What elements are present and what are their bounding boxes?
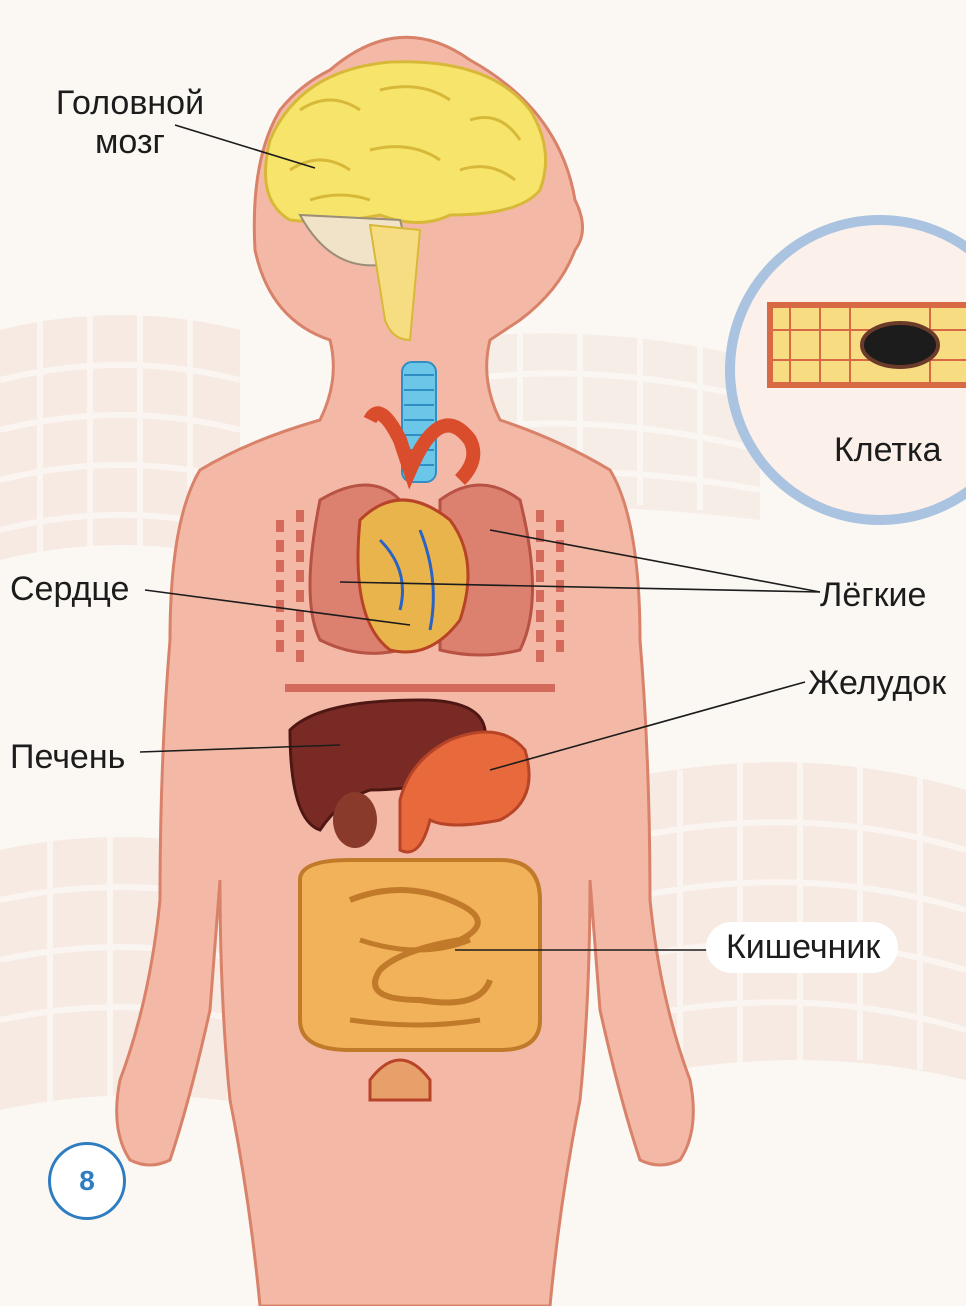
label-brain: Головной мозг — [40, 84, 220, 162]
cell-inset — [730, 220, 966, 520]
label-intestine: Кишечник — [706, 922, 898, 973]
label-lungs: Лёгкие — [820, 576, 926, 615]
page-number-badge: 8 — [48, 1142, 126, 1220]
label-cell: Клетка — [834, 431, 942, 470]
label-liver: Печень — [10, 738, 125, 777]
intestine-organ — [300, 860, 540, 1050]
gallbladder — [333, 792, 377, 848]
label-heart: Сердце — [10, 570, 129, 609]
label-stomach: Желудок — [808, 664, 946, 703]
